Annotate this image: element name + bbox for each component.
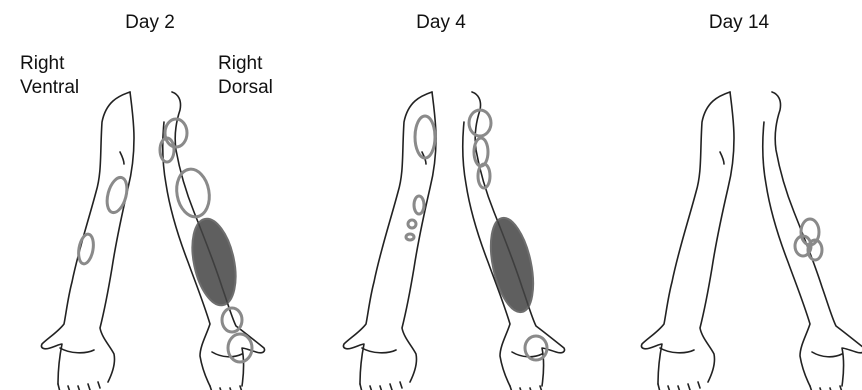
day-4-ventral-lesion	[414, 196, 424, 214]
day-2-dorsal-lesion-dark	[185, 215, 242, 309]
day-4-ventral-lesion	[408, 220, 416, 228]
day-4-ventral-arm	[343, 92, 436, 390]
day-2-dorsal-lesion	[222, 308, 242, 332]
day-4-dorsal-lesion-dark	[483, 214, 540, 316]
day-14-ventral-arm	[641, 92, 734, 390]
day-4-dorsal-lesion	[469, 110, 491, 136]
day-4-ventral-lesion	[406, 234, 414, 240]
day-2-ventral-lesion	[104, 175, 131, 214]
day-2-panel	[41, 92, 264, 390]
day-4-ventral-lesion	[415, 116, 435, 158]
day-14-panel	[641, 92, 862, 390]
day-2-dorsal-lesion	[228, 334, 252, 362]
day-2-ventral-lesion	[77, 233, 96, 265]
day-4-panel	[343, 92, 564, 390]
day-2-ventral-arm	[41, 92, 134, 390]
